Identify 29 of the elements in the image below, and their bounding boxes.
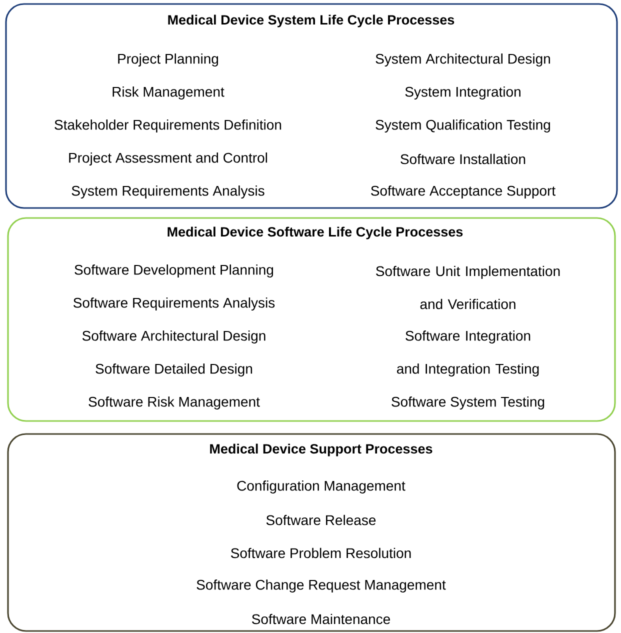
group-heading: Medical Device Support Processes [210, 444, 432, 456]
process-name: Risk Management [112, 86, 224, 100]
process-name: Project Assessment and Control [69, 152, 268, 166]
process-name: Software Requirements Analysis [73, 297, 275, 311]
process-name: Software Change Request Management [196, 579, 446, 593]
process-name: System Requirements Analysis [72, 185, 264, 199]
process-name: Software Release [266, 514, 376, 526]
group-heading: Medical Device Software Life Cycle Processes [168, 226, 463, 240]
process-name: Configuration Management [237, 480, 406, 494]
process-name: Software Detailed Design [96, 363, 252, 377]
process-name: Software Architectural Design [82, 330, 266, 344]
process-name: System Qualification Testing [376, 119, 550, 133]
process-name: Software Development Planning [74, 264, 274, 278]
group-heading: Medical Device System Life Cycle Processes [168, 14, 454, 28]
process-name: System Integration [405, 86, 520, 100]
process-group-box [5, 3, 618, 209]
process-name: Software Installation [400, 154, 526, 164]
process-name: Software Risk Management [88, 396, 260, 410]
process-group-box [7, 433, 616, 632]
process-name: Software Maintenance [252, 614, 390, 624]
process-name: Software Acceptance Support [371, 186, 556, 199]
process-name: System Architectural Design [376, 53, 550, 67]
process-name: Software Integration and Integration Testing [396, 330, 539, 377]
process-name: Software System Testing [392, 396, 544, 410]
process-name: Software Unit Implementation and Verification [376, 266, 560, 310]
process-name: Software Problem Resolution [230, 548, 411, 558]
process-name: Stakeholder Requirements Definition [54, 119, 282, 133]
process-group-box [7, 217, 616, 422]
process-name: Project Planning [118, 53, 218, 67]
